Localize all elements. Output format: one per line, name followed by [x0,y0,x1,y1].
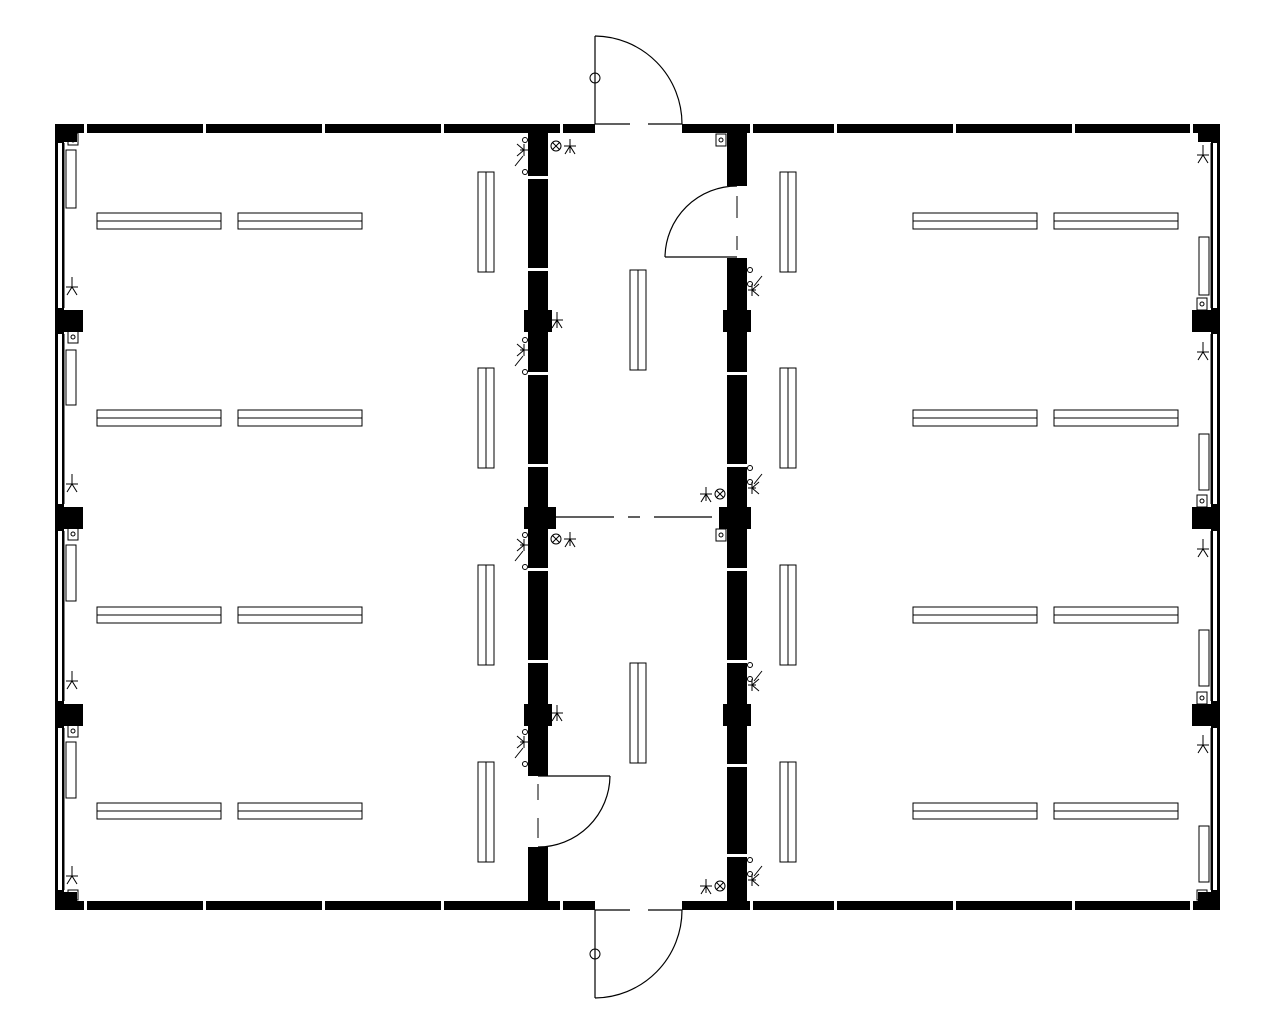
room-right [779,171,1179,863]
door-top-exterior [589,35,683,125]
room-left [96,171,495,863]
door-bottom-exterior [589,909,683,999]
windows-right [1198,143,1217,890]
door-right-room [664,185,738,258]
corridor-fixtures [629,269,647,764]
corridor-wall-left [524,133,556,910]
socket-icon [66,145,1209,885]
light-fixture-icon [779,171,1179,863]
junction-box-icon [550,139,726,895]
panel-icon [67,132,1208,901]
windows-left [58,143,77,890]
corridor-wall-right [719,133,751,910]
light-fixture-icon [96,171,495,863]
door-left-room [537,775,611,848]
switch-icon [514,137,763,887]
